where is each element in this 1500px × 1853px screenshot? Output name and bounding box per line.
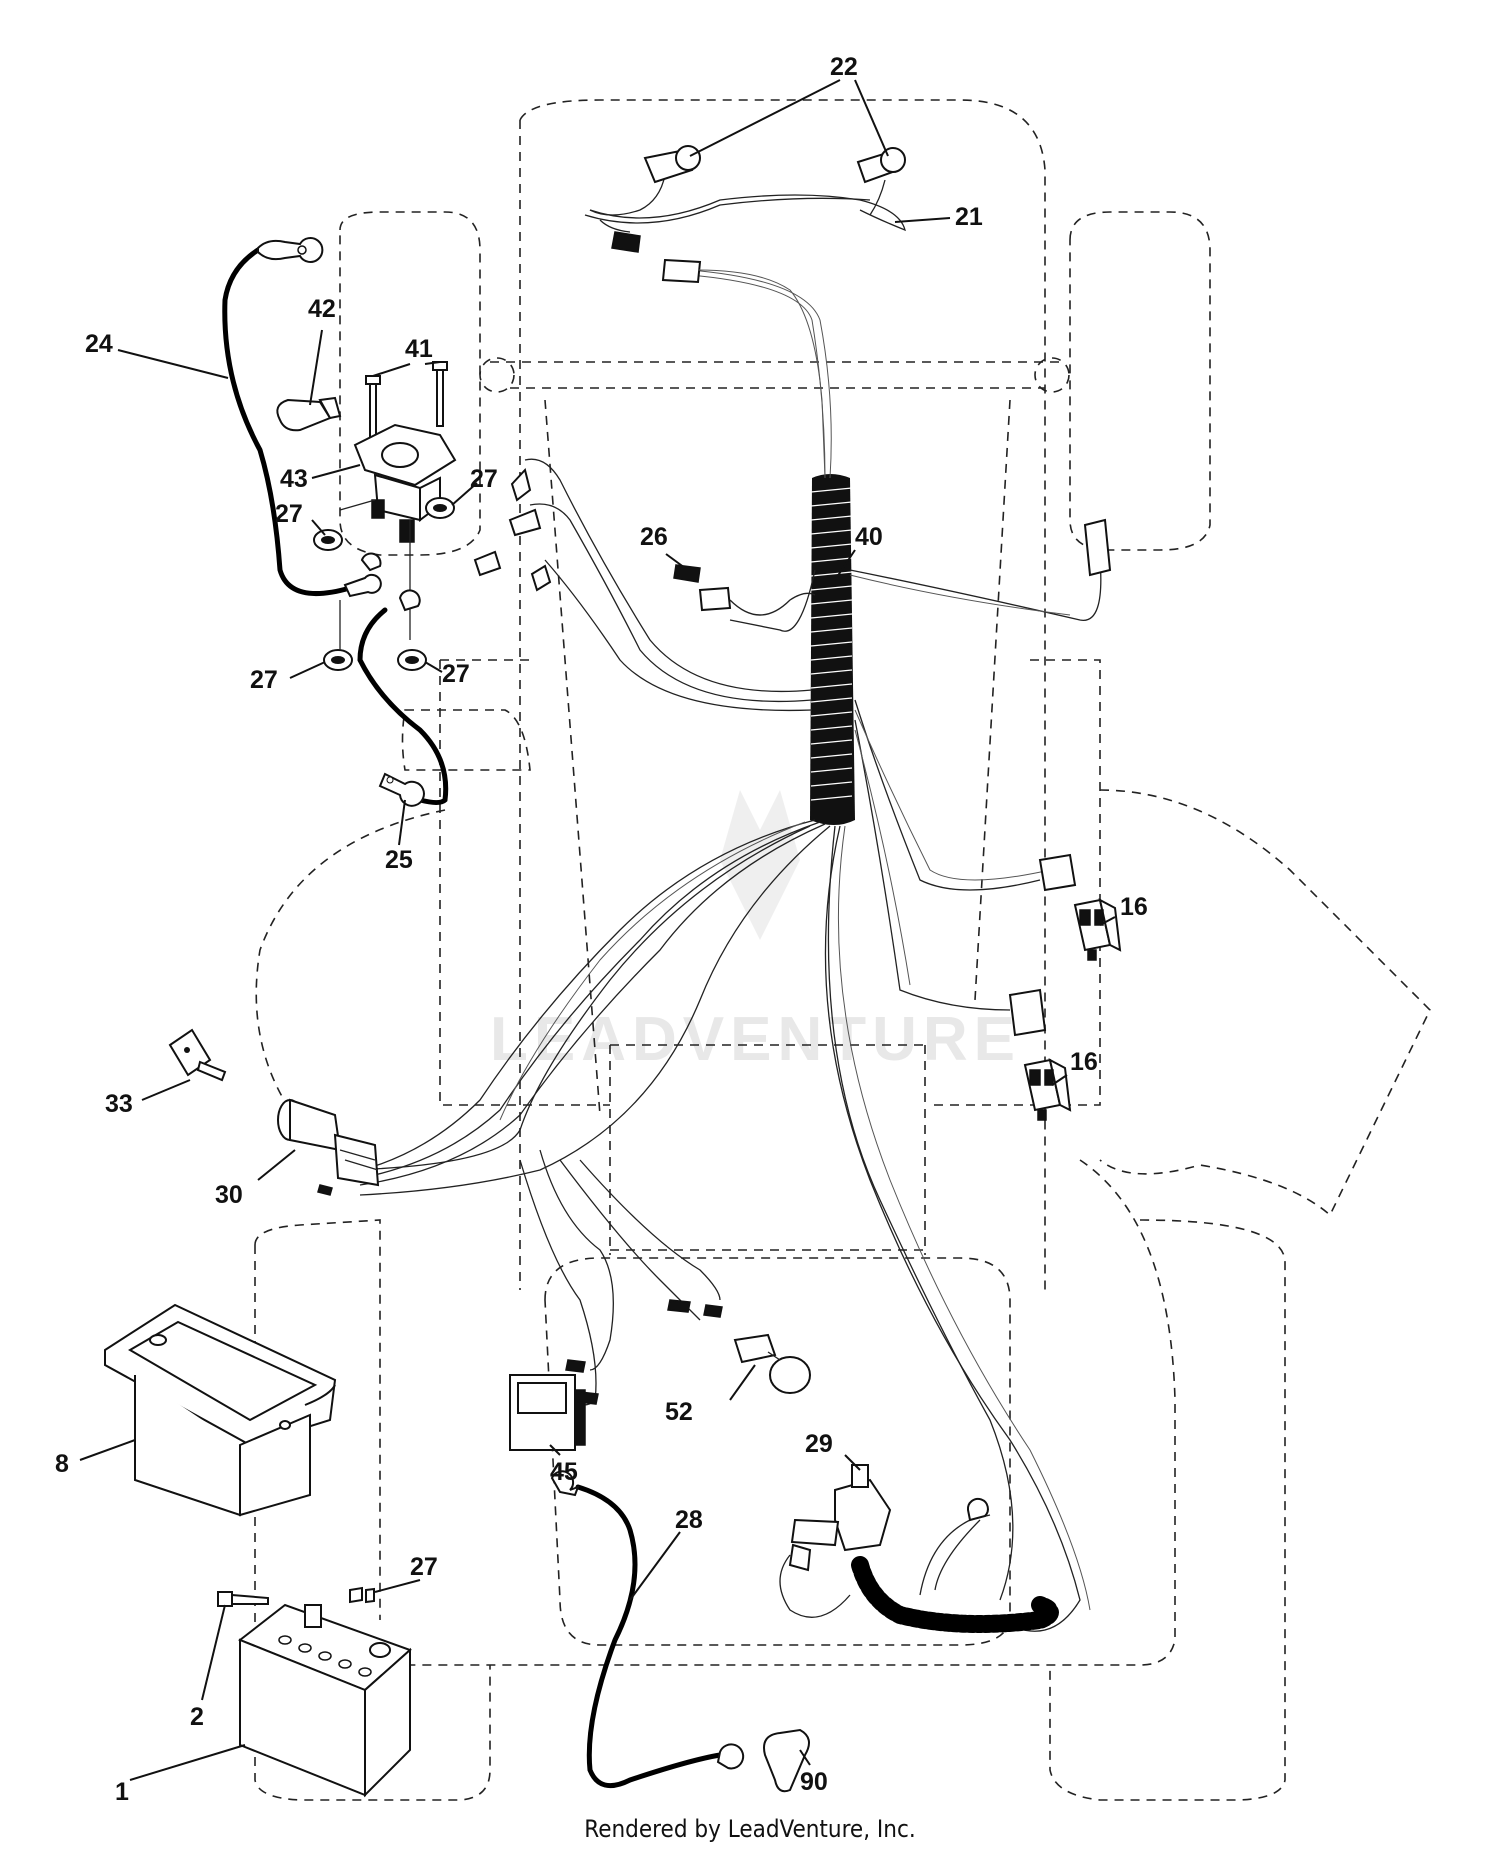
render-credit: Rendered by LeadVenture, Inc. (584, 1815, 916, 1843)
callout-27-lower-left: 27 (250, 666, 278, 694)
boot-90 (763, 1728, 810, 1793)
relay-29 (779, 1464, 892, 1618)
callout-2: 2 (190, 1703, 204, 1731)
callout-41: 41 (405, 335, 433, 363)
nuts-27 (313, 497, 455, 671)
connector-26 (473, 467, 816, 616)
callout-43: 43 (280, 465, 308, 493)
callout-27-battery: 27 (410, 1553, 438, 1581)
harness-wires (339, 269, 1102, 1632)
switch-16b (1023, 1058, 1072, 1121)
coil-cable (851, 1497, 1059, 1633)
headlight-harness-21 (584, 145, 906, 479)
harness-loom-40 (810, 474, 855, 825)
callout-22: 22 (830, 53, 858, 81)
callout-52: 52 (665, 1398, 693, 1426)
solenoid-43 (339, 361, 457, 640)
callout-26: 26 (640, 523, 668, 551)
callout-27-solenoid-right: 27 (470, 465, 498, 493)
watermark: LEADVENTURE (490, 790, 1021, 1074)
battery-cable-24 (222, 237, 382, 598)
terminal-boot-42 (276, 396, 342, 432)
battery-1 (238, 1603, 412, 1798)
callout-29: 29 (805, 1430, 833, 1458)
watermark-text: LEADVENTURE (490, 1005, 1021, 1074)
callout-24: 24 (85, 330, 113, 358)
callout-8: 8 (55, 1450, 69, 1478)
callout-28: 28 (675, 1506, 703, 1534)
callout-25: 25 (385, 846, 413, 874)
callout-45: 45 (550, 1458, 578, 1486)
callout-16-upper: 16 (1120, 893, 1148, 921)
bolt-2 (217, 1586, 375, 1607)
module-45 (509, 1299, 723, 1451)
battery-tray-8 (104, 1303, 337, 1517)
callout-27-solenoid-left: 27 (275, 500, 303, 528)
callout-30: 30 (215, 1181, 243, 1209)
callout-labels: 22 21 24 42 41 43 27 27 27 27 26 40 25 1… (55, 53, 1148, 1806)
callout-42: 42 (308, 295, 336, 323)
leader-lines (79, 79, 1116, 1781)
callout-16-lower: 16 (1070, 1048, 1098, 1076)
callout-33: 33 (105, 1090, 133, 1118)
callout-40: 40 (855, 523, 883, 551)
switch-16a (1073, 898, 1122, 961)
callout-90: 90 (800, 1768, 828, 1796)
callout-1: 1 (115, 1778, 129, 1806)
bulb-52 (733, 1333, 811, 1394)
cable-25 (357, 607, 449, 807)
callout-27-lower-right: 27 (442, 660, 470, 688)
harness-connectors-right (1008, 518, 1112, 1037)
ignition-switch-30 (277, 1098, 380, 1196)
callout-21: 21 (955, 203, 983, 231)
ignition-key-33 (168, 1028, 227, 1082)
cable-28 (550, 1470, 745, 1789)
